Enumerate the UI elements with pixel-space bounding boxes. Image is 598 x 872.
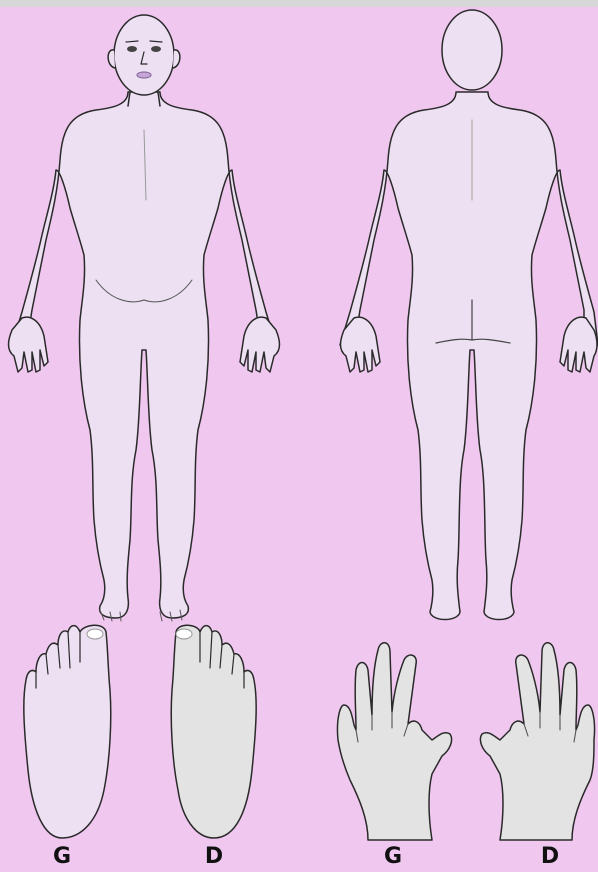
front-left-hand[interactable] <box>9 317 49 372</box>
right-hand-label: D <box>530 842 570 872</box>
back-body-figure[interactable] <box>340 10 598 620</box>
right-hand[interactable] <box>480 643 594 840</box>
left-hand-label: G <box>373 842 413 872</box>
left-foot-label: G <box>42 842 82 872</box>
left-foot[interactable] <box>24 625 111 838</box>
back-right-hand[interactable] <box>560 317 597 372</box>
right-foot-label: D <box>194 842 234 872</box>
right-foot[interactable] <box>171 625 256 838</box>
left-hand[interactable] <box>337 643 451 840</box>
front-right-hand[interactable] <box>240 317 280 372</box>
front-body-figure[interactable] <box>12 15 276 618</box>
